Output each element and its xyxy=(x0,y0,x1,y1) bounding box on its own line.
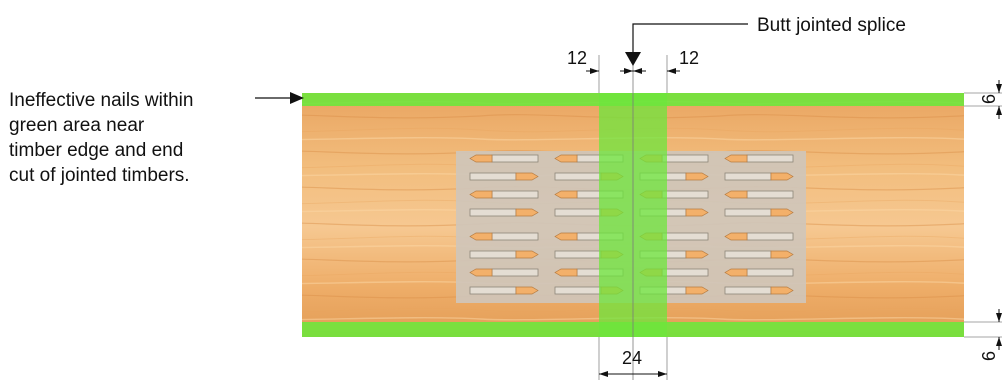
edge-top-dimension: 6 xyxy=(979,80,1002,119)
plate-tooth xyxy=(469,268,493,277)
plate-tooth xyxy=(724,154,748,163)
plate-tooth xyxy=(770,250,794,259)
plate-tooth xyxy=(515,286,539,295)
gap-right-label: 12 xyxy=(679,48,699,68)
note-line-3: timber edge and end xyxy=(9,140,184,161)
splice-leader: Butt jointed splice xyxy=(625,15,906,66)
plate-tooth xyxy=(724,232,748,241)
gap-left-label: 12 xyxy=(567,48,587,68)
plate-tooth xyxy=(554,190,578,199)
plate-tooth xyxy=(515,250,539,259)
plate-tooth xyxy=(685,172,709,181)
note-line-2: green area near xyxy=(9,115,145,136)
plate-tooth-slot xyxy=(469,250,517,259)
ineffective-nails-note: Ineffective nails within green area near… xyxy=(9,88,269,188)
plate-tooth xyxy=(770,286,794,295)
plate-tooth-slot xyxy=(554,172,602,181)
extension-lines xyxy=(598,55,1002,380)
plate-tooth xyxy=(554,232,578,241)
plate-tooth-slot xyxy=(724,250,772,259)
plate-tooth xyxy=(724,268,748,277)
plate-tooth-slot xyxy=(554,208,602,217)
plate-tooth xyxy=(515,172,539,181)
plate-tooth xyxy=(685,208,709,217)
plate-tooth-slot xyxy=(469,208,517,217)
plate-tooth xyxy=(724,190,748,199)
gap-dimension: 12 12 xyxy=(567,48,699,74)
plate-tooth-slot xyxy=(469,286,517,295)
plate-tooth-slot xyxy=(554,250,602,259)
splice-width-label: 24 xyxy=(622,348,642,368)
plate-tooth-slot xyxy=(491,190,539,199)
plate-tooth xyxy=(685,250,709,259)
plate-tooth-slot xyxy=(746,154,794,163)
plate-tooth-slot xyxy=(724,172,772,181)
plate-tooth-slot xyxy=(554,286,602,295)
plate-tooth-slot xyxy=(491,268,539,277)
splice-width-dimension: 24 xyxy=(599,348,667,377)
splice-label: Butt jointed splice xyxy=(757,15,906,36)
plate-tooth xyxy=(469,232,493,241)
plate-tooth-slot xyxy=(661,154,709,163)
plate-tooth-slot xyxy=(724,208,772,217)
plate-tooth xyxy=(770,208,794,217)
plate-tooth xyxy=(554,268,578,277)
plate-tooth xyxy=(469,154,493,163)
edge-bottom-label: 6 xyxy=(979,351,999,361)
plate-tooth-slot xyxy=(746,232,794,241)
plate-tooth-slot xyxy=(746,268,794,277)
plate-tooth-slot xyxy=(661,190,709,199)
plate-tooth-slot xyxy=(491,232,539,241)
edge-top-label: 6 xyxy=(979,94,999,104)
plate-tooth-slot xyxy=(491,154,539,163)
note-line-1: Ineffective nails within xyxy=(9,90,194,111)
plate-tooth xyxy=(685,286,709,295)
plate-tooth xyxy=(469,190,493,199)
plate-tooth-slot xyxy=(469,172,517,181)
plate-tooth-slot xyxy=(724,286,772,295)
plate-tooth xyxy=(554,154,578,163)
note-line-4: cut of jointed timbers. xyxy=(9,165,190,186)
plate-tooth-slot xyxy=(661,268,709,277)
plate-tooth xyxy=(770,172,794,181)
edge-bottom-dimension: 6 xyxy=(979,309,1002,361)
callout-arrow xyxy=(255,92,304,104)
plate-tooth xyxy=(515,208,539,217)
plate-tooth-slot xyxy=(661,232,709,241)
plate-tooth-slot xyxy=(746,190,794,199)
